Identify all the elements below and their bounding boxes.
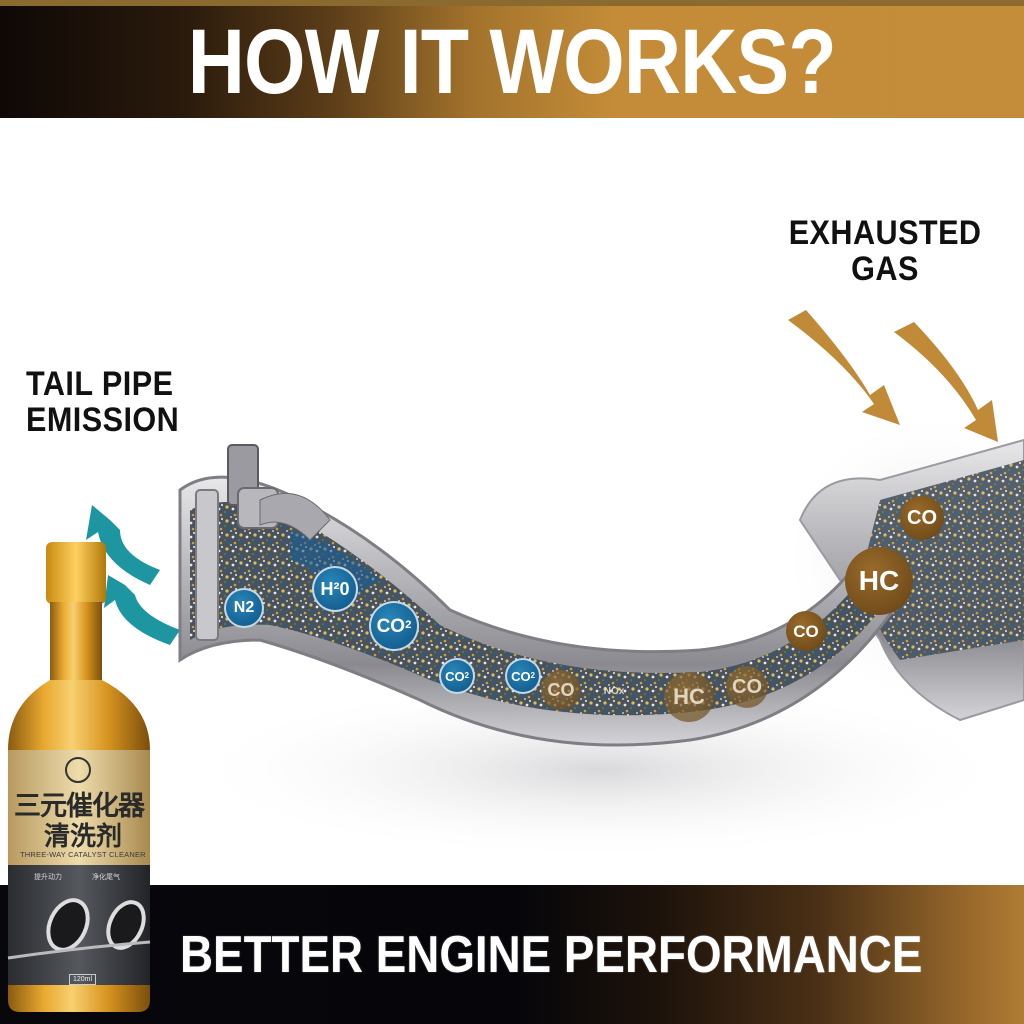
top-strip [0,0,1024,6]
footer-banner: BETTER ENGINE PERFORMANCE [0,885,1024,1024]
product-bottle: 三元催化器 清洗剂 THREE-WAY CATALYST CLEANER 提升动… [6,540,152,1015]
molecule-co: CO [541,670,581,710]
molecule-hc: HC [664,672,714,722]
product-name-en: THREE-WAY CATALYST CLEANER [20,850,146,859]
exhausted-gas-label: EXHAUSTED GAS [788,214,982,288]
molecule-co: CO [786,611,826,651]
molecule-nox: NOx [603,686,625,697]
exhausted-gas-label-line1: EXHAUSTED [788,214,982,252]
molecule-co: CO [726,666,768,708]
product-feature-2: 净化尾气 [92,873,120,881]
tail-pipe-emission-label: TAIL PIPE EMISSION [26,365,180,439]
bottle-shape [7,542,151,1012]
molecule-h2o: H²0 [312,566,358,612]
footer-title: BETTER ENGINE PERFORMANCE [180,925,923,984]
product-volume: 120ml [69,974,97,985]
molecule-hc: HC [845,547,913,615]
molecule-n2: N2 [224,588,264,628]
tail-pipe-label-line2: EMISSION [26,400,180,439]
header-banner: HOW IT WORKS? [0,6,1024,118]
molecule-co: CO [900,496,944,540]
emission-arrows-icon [86,505,180,645]
page-title: HOW IT WORKS? [187,11,837,113]
product-name-cn-line1: 三元催化器 [14,791,145,822]
exhaust-arrows-icon [788,310,998,442]
tail-pipe-label-line1: TAIL PIPE [26,365,174,403]
exhausted-gas-label-line2: GAS [851,249,919,288]
product-name-cn-line2: 清洗剂 [44,822,123,852]
product-feature-1: 提升动力 [34,873,62,881]
